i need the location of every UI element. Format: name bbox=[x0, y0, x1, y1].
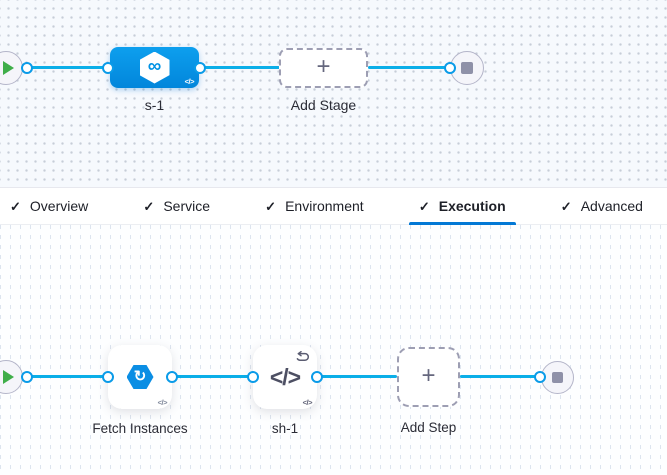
step-label-sh1: sh-1 bbox=[271, 421, 299, 436]
stage-node-s1[interactable]: ∞ </> bbox=[110, 47, 199, 88]
edge-stage-to-addstage bbox=[199, 66, 280, 69]
fetch-instances-icon: ↻ bbox=[126, 365, 154, 389]
tab-label: Service bbox=[163, 198, 211, 214]
stop-icon bbox=[552, 372, 563, 383]
tab-execution[interactable]: ✓ Execution bbox=[408, 188, 516, 225]
add-step-label: Add Step bbox=[400, 420, 457, 435]
step-node-fetch-instances[interactable]: ↻ </> bbox=[108, 345, 172, 409]
tab-label: Advanced bbox=[580, 198, 643, 214]
port-end-in[interactable] bbox=[444, 62, 456, 74]
code-view-icon[interactable]: </> bbox=[184, 76, 195, 86]
port-fetch-out[interactable] bbox=[166, 371, 178, 383]
check-icon: ✓ bbox=[10, 198, 21, 214]
stop-icon bbox=[461, 62, 473, 74]
tab-environment[interactable]: ✓ Environment bbox=[255, 188, 374, 224]
tab-service[interactable]: ✓ Service bbox=[133, 188, 220, 224]
edge-fetch-to-sh1 bbox=[172, 375, 253, 378]
step-node-sh1[interactable]: </> </> bbox=[253, 345, 317, 409]
tab-label: Overview bbox=[29, 198, 89, 214]
plus-icon: + bbox=[316, 53, 331, 80]
stage-pipeline-canvas: ∞ </> + s-1 Add Stage bbox=[0, 0, 667, 187]
port-start-out[interactable] bbox=[21, 62, 33, 74]
edge-addstage-to-end bbox=[368, 66, 450, 69]
port-exec-start-out[interactable] bbox=[21, 371, 33, 383]
edge-start-to-fetch bbox=[27, 375, 108, 378]
port-sh1-out[interactable] bbox=[311, 371, 323, 383]
add-step-button[interactable]: + bbox=[397, 347, 460, 407]
execution-step-canvas: ↻ </> </> </> + Fetch Instances sh-1 Add… bbox=[0, 225, 667, 475]
port-sh1-in[interactable] bbox=[247, 371, 259, 383]
step-label-fetch-instances: Fetch Instances bbox=[92, 421, 188, 436]
tab-advanced[interactable]: ✓ Advanced bbox=[551, 188, 653, 224]
code-view-icon[interactable]: </> bbox=[157, 397, 168, 407]
plus-icon: + bbox=[421, 362, 436, 389]
check-icon: ✓ bbox=[418, 198, 430, 214]
port-stage-in[interactable] bbox=[102, 62, 114, 74]
play-icon bbox=[2, 370, 14, 384]
pipeline-start-node[interactable] bbox=[0, 51, 23, 85]
add-stage-label: Add Stage bbox=[290, 97, 357, 113]
tab-overview[interactable]: ✓ Overview bbox=[0, 188, 98, 224]
tab-label: Execution bbox=[438, 198, 506, 214]
edge-addstep-to-end bbox=[460, 375, 540, 378]
edge-start-to-stage bbox=[27, 66, 108, 69]
port-exec-end-in[interactable] bbox=[534, 371, 546, 383]
loop-icon bbox=[295, 350, 310, 363]
check-icon: ✓ bbox=[143, 198, 155, 214]
stage-config-tab-bar: ✓ Overview ✓ Service ✓ Environment ✓ Exe… bbox=[0, 187, 667, 225]
add-stage-button[interactable]: + bbox=[279, 48, 368, 88]
port-fetch-in[interactable] bbox=[102, 371, 114, 383]
execution-start-node[interactable] bbox=[0, 360, 23, 394]
shell-script-icon: </> bbox=[269, 363, 301, 390]
port-stage-out[interactable] bbox=[194, 62, 206, 74]
tab-label: Environment bbox=[285, 198, 364, 214]
play-icon bbox=[2, 61, 14, 75]
check-icon: ✓ bbox=[265, 198, 277, 214]
stage-label: s-1 bbox=[144, 97, 165, 113]
check-icon: ✓ bbox=[560, 198, 572, 214]
deploy-stage-icon: ∞ bbox=[139, 51, 170, 84]
edge-sh1-to-addstep bbox=[317, 375, 397, 378]
code-view-icon[interactable]: </> bbox=[302, 397, 313, 407]
